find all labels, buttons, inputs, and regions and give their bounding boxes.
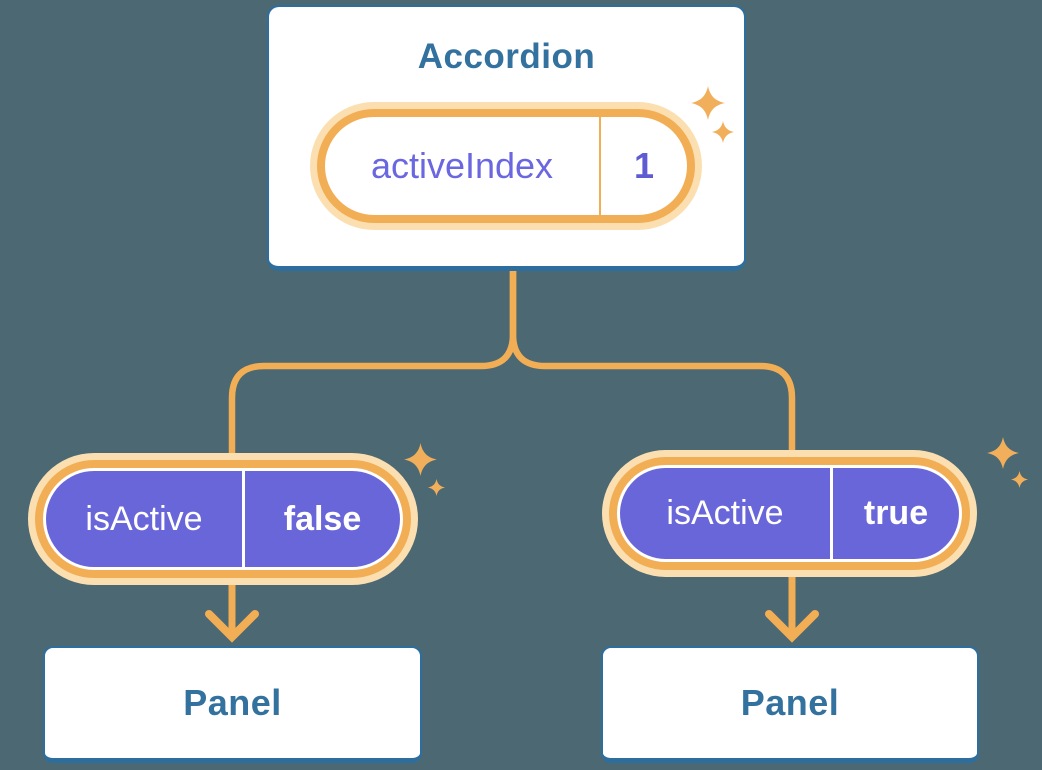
- sparkle-icon: [404, 443, 437, 476]
- sparkle-icon: [428, 479, 445, 496]
- prop-pill-isactive-false: isActive false: [35, 460, 411, 578]
- prop-value-label: true: [863, 494, 929, 532]
- sparkle-icon: [1011, 471, 1028, 488]
- prop-name-label: isActive: [85, 499, 203, 538]
- prop-pill-isactive-true: isActive true: [609, 457, 970, 570]
- prop-value-label: false: [283, 499, 362, 538]
- pill-divider: [599, 117, 601, 215]
- prop-pill-fill: isActive false: [46, 471, 400, 567]
- arrow-right-head-icon: [765, 610, 819, 643]
- prop-pill-fill: isActive true: [620, 468, 959, 559]
- pill-divider: [830, 468, 833, 559]
- branch-right-path: [509, 265, 796, 464]
- arrow-left-head-icon: [205, 610, 259, 643]
- prop-name-label: isActive: [666, 494, 784, 532]
- panel-component-card-right: Panel: [601, 646, 979, 763]
- state-name-label: activeIndex: [370, 145, 554, 186]
- sparkle-icon: [691, 86, 725, 120]
- panel-component-card-left: Panel: [43, 646, 422, 763]
- state-pill-activeindex: activeIndex 1: [317, 109, 695, 223]
- accordion-title: Accordion: [417, 37, 596, 76]
- sparkle-icon: [712, 121, 734, 143]
- pill-divider: [242, 471, 245, 567]
- state-value-label: 1: [633, 145, 655, 186]
- sparkle-icon: [987, 437, 1019, 469]
- branch-left-path: [228, 265, 517, 466]
